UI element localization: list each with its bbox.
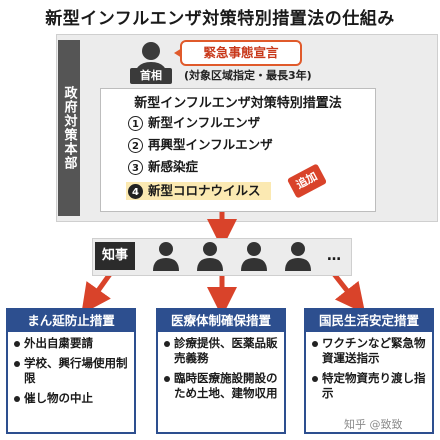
page-title: 新型インフルエンザ対策特別措置法の仕組み: [45, 9, 395, 29]
measure-box-public-life: 国民生活安定措置 ワクチンなど緊急物資運送指示 特定物資売り渡し指示: [304, 308, 434, 434]
number-badge: 1: [128, 116, 143, 131]
number-badge: 3: [128, 160, 143, 175]
measure-title: 国民生活安定措置: [306, 310, 432, 332]
measure-item: 臨時医療施設開設のため土地、建物収用: [164, 371, 280, 401]
law-item-text: 新型インフルエンザ: [148, 115, 261, 130]
person-icon: [285, 242, 311, 271]
person-icon: [197, 242, 223, 271]
arrow-left-icon: [81, 272, 113, 315]
governors-label: 知事: [95, 242, 135, 270]
arrow-right-icon: [332, 272, 366, 314]
law-item-3: 3 新感染症: [128, 158, 198, 176]
measure-title: 医療体制確保措置: [158, 310, 284, 332]
measure-item: 外出自粛要請: [14, 336, 130, 351]
measure-item: ワクチンなど緊急物資運送指示: [312, 336, 428, 366]
measure-box-spread-prevention: まん延防止措置 外出自粛要請 学校、興行場使用制限 催し物の中止: [6, 308, 136, 434]
law-item-text: 新感染症: [148, 159, 199, 174]
law-item-4: 4 新型コロナウイルス: [126, 182, 271, 200]
emergency-declaration-bubble: 緊急事態宣言: [174, 40, 302, 66]
measure-item: 催し物の中止: [14, 391, 130, 406]
measure-box-medical-system: 医療体制確保措置 診療提供、医薬品販売義務 臨時医療施設開設のため土地、建物収用: [156, 308, 286, 434]
person-icon: [153, 242, 179, 271]
measure-item: 特定物資売り渡し指示: [312, 371, 428, 401]
law-item-text: 再興型インフルエンザ: [148, 137, 273, 152]
number-badge: 4: [128, 184, 143, 199]
law-title: 新型インフルエンザ対策特別措置法: [134, 96, 342, 111]
number-badge: 2: [128, 138, 143, 153]
person-icon: [241, 242, 267, 271]
law-item-2: 2 再興型インフルエンザ: [128, 136, 273, 154]
measure-item: 診療提供、医薬品販売義務: [164, 336, 280, 366]
government-hq-label: 政府対策本部: [58, 40, 80, 216]
ellipsis: …: [327, 248, 342, 264]
prime-minister-label: 首相: [130, 68, 172, 84]
law-item-text: 新型コロナウイルス: [148, 183, 261, 198]
law-item-1: 1 新型インフルエンザ: [128, 114, 260, 132]
watermark: 知乎 @致致: [344, 418, 403, 431]
measure-item: 学校、興行場使用制限: [14, 356, 130, 386]
measure-title: まん延防止措置: [8, 310, 134, 332]
declaration-note: (対象区域指定・最長3年): [184, 69, 312, 82]
